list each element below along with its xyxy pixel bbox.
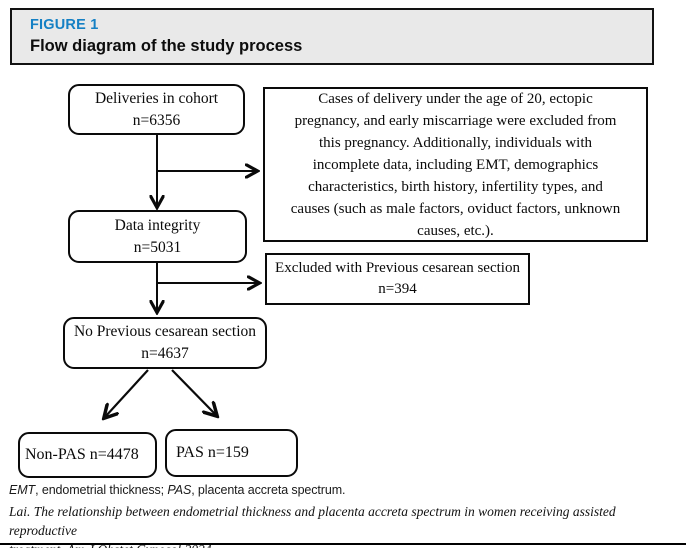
figure-citation: Lai. The relationship between endometria… [9, 504, 616, 548]
node-pas: PAS n=159 [165, 429, 298, 477]
abbrev-pas-definition: , placenta accreta spectrum. [191, 483, 346, 497]
arrow-no-previous-to-nonpas [105, 369, 149, 417]
node-excluded-previous-cesarean: Excluded with Previous cesarean section … [265, 253, 530, 305]
abbrev-pas: PAS [167, 483, 192, 497]
abbrev-emt: EMT [9, 483, 36, 497]
abbrev-emt-definition: , endometrial thickness; [35, 483, 168, 497]
node-non-pas: Non-PAS n=4478 [18, 432, 157, 478]
figure-header: FIGURE 1 Flow diagram of the study proce… [10, 8, 654, 65]
node-no-previous-cesarean: No Previous cesarean section n=4637 [63, 317, 267, 369]
node-data-integrity: Data integrity n=5031 [68, 210, 247, 263]
arrow-no-previous-to-pas [171, 369, 216, 415]
figure-number-label: FIGURE 1 [30, 17, 99, 33]
node-deliveries-in-cohort: Deliveries in cohort n=6356 [68, 84, 245, 135]
node-exclusion-criteria: Cases of delivery under the age of 20, e… [263, 87, 648, 242]
figure-title: Flow diagram of the study process [30, 37, 303, 56]
abbreviations-footnote: EMT, endometrial thickness; PAS, placent… [9, 483, 346, 497]
bottom-divider [0, 543, 686, 545]
